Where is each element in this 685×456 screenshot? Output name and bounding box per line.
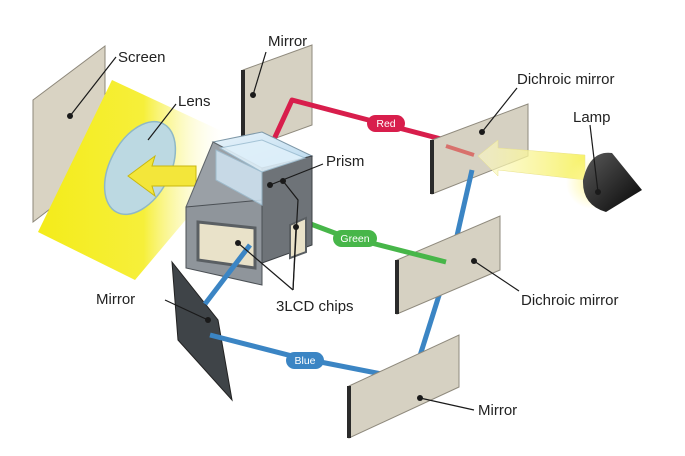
prism-glass [218,139,307,173]
dot-screen [67,113,73,119]
leader-lens [147,103,177,141]
lamp-icon [582,152,642,212]
dot-dichroic-mid [471,258,477,264]
blue-beam-text: Blue [294,355,315,367]
label-mirror-bottom: Mirror [478,402,517,419]
prism-glass-side [215,149,263,206]
mirror-bottom [348,334,460,439]
leader-lcd-1 [237,242,294,291]
dichroic-mirror-mid [396,215,501,315]
leader-lines [69,51,599,411]
leader-prism [269,163,324,186]
component-dots [67,92,601,401]
label-dichroic-mid: Dichroic mirror [521,292,619,309]
dot-mirror-top [250,92,256,98]
dot-mirror-bottom [417,395,423,401]
dot-prism [267,182,273,188]
label-prism: Prism [326,153,364,170]
dot-dichroic-top [479,129,485,135]
dot-lcd-right [293,224,299,230]
green-beam-text: Green [340,233,369,245]
blue-beam-bottom [203,243,252,306]
leader-dichroic-mid [473,260,520,292]
dichroic-mirror-top [431,103,529,195]
leader-mirror-top [252,51,267,96]
dot-lcd-front [235,240,241,246]
leader-screen [69,56,117,117]
blue-beam-label: Blue [286,352,324,369]
red-beam [267,97,465,150]
lcd-chip-front [196,220,257,270]
red-beam-label: Red [367,115,405,132]
leader-lamp [589,124,599,193]
label-lcd-chips: 3LCD chips [276,298,354,315]
red-reflection [445,144,475,157]
label-mirror-left: Mirror [96,291,135,308]
label-lens: Lens [178,93,211,110]
leader-mirror-bottom [419,397,475,411]
leader-mirror-left [164,299,209,321]
green-beam-label: Green [333,230,377,247]
label-lamp: Lamp [573,109,611,126]
lens-arrow [127,154,197,198]
red-beam-text: Red [376,118,395,130]
dot-lamp [595,189,601,195]
dot-lcd-top [280,178,286,184]
lcd-chip-right [289,216,307,260]
leader-lcd-3 [282,180,299,291]
leader-dichroic-top [481,87,518,133]
label-dichroic-top: Dichroic mirror [517,71,615,88]
label-mirror-top: Mirror [268,33,307,50]
label-screen: Screen [118,49,166,66]
dot-mirror-left [205,317,211,323]
mirror-left [171,260,233,402]
